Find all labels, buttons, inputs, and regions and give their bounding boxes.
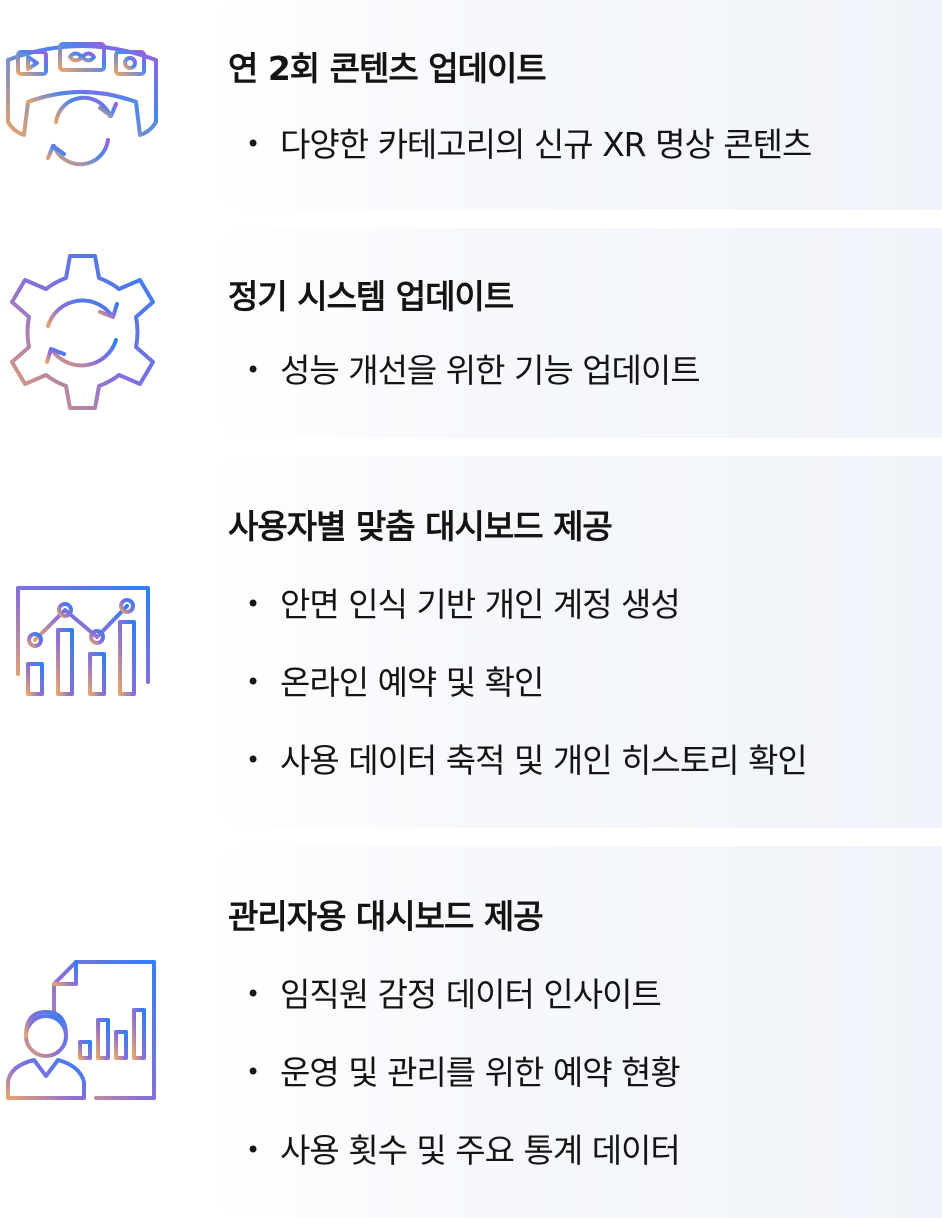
list-item-text: 성능 개선을 위한 기능 업데이트 bbox=[280, 351, 701, 390]
list-item: • 안면 인식 기반 개인 계정 생성 bbox=[246, 585, 681, 624]
section-title-1: 연 2회 콘텐츠 업데이트 bbox=[228, 49, 547, 88]
bullet: • bbox=[246, 746, 260, 774]
section-card-3 bbox=[210, 456, 942, 828]
section-card-1 bbox=[210, 0, 942, 210]
bullet: • bbox=[246, 980, 260, 1008]
list-item-text: 운영 및 관리를 위한 예약 현황 bbox=[280, 1053, 681, 1092]
list-item-text: 온라인 예약 및 확인 bbox=[280, 663, 544, 702]
list-item-text: 사용 횟수 및 주요 통계 데이터 bbox=[280, 1131, 681, 1170]
section-title-3: 사용자별 맞춤 대시보드 제공 bbox=[228, 507, 613, 546]
bullet: • bbox=[246, 668, 260, 696]
list-item-text: 안면 인식 기반 개인 계정 생성 bbox=[280, 585, 681, 624]
bullet: • bbox=[246, 130, 260, 158]
section-title-4: 관리자용 대시보드 제공 bbox=[228, 897, 544, 936]
bullet: • bbox=[246, 1058, 260, 1086]
list-item: • 임직원 감정 데이터 인사이트 bbox=[246, 975, 662, 1014]
gear-refresh-icon bbox=[0, 250, 165, 415]
bullet: • bbox=[246, 356, 260, 384]
admin-report-icon bbox=[4, 958, 162, 1106]
section-card-4 bbox=[210, 846, 942, 1218]
bullet: • bbox=[246, 590, 260, 618]
list-item-text: 다양한 카테고리의 신규 XR 명상 콘텐츠 bbox=[280, 125, 812, 164]
chart-dashboard-icon bbox=[10, 582, 155, 702]
bullet: • bbox=[246, 1136, 260, 1164]
list-item: • 다양한 카테고리의 신규 XR 명상 콘텐츠 bbox=[246, 125, 812, 164]
list-item: • 사용 데이터 축적 및 개인 히스토리 확인 bbox=[246, 741, 808, 780]
list-item: • 성능 개선을 위한 기능 업데이트 bbox=[246, 351, 701, 390]
list-item: • 사용 횟수 및 주요 통계 데이터 bbox=[246, 1131, 681, 1170]
list-item-text: 임직원 감정 데이터 인사이트 bbox=[280, 975, 662, 1014]
vr-content-refresh-icon bbox=[0, 30, 165, 180]
section-title-2: 정기 시스템 업데이트 bbox=[228, 277, 514, 316]
section-card-2 bbox=[210, 228, 942, 438]
list-item-text: 사용 데이터 축적 및 개인 히스토리 확인 bbox=[280, 741, 808, 780]
list-item: • 운영 및 관리를 위한 예약 현황 bbox=[246, 1053, 681, 1092]
list-item: • 온라인 예약 및 확인 bbox=[246, 663, 544, 702]
